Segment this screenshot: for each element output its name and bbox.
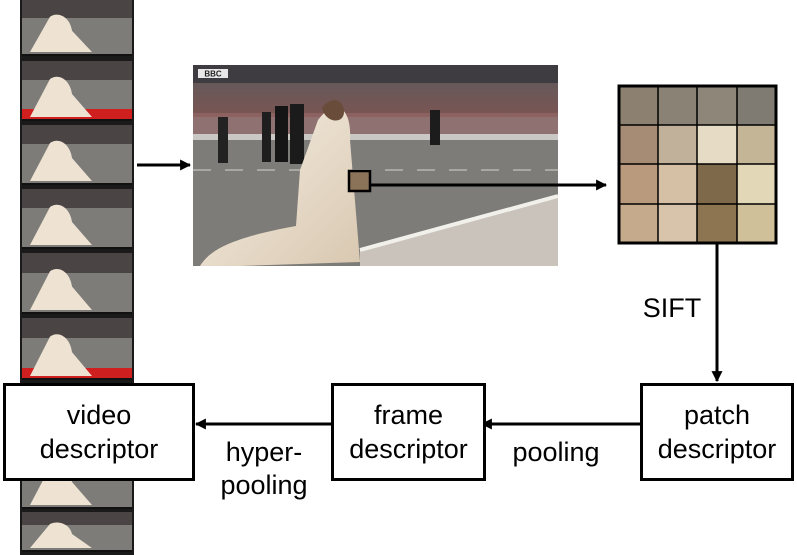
strip-frame-9	[22, 512, 132, 552]
patch-descriptor-box: patch descriptor	[640, 383, 794, 481]
video-descriptor-label: video descriptor	[39, 400, 159, 464]
strip-frame-4	[22, 189, 132, 249]
hyper-pooling-label: hyper- pooling	[220, 437, 308, 500]
strip-frame-5	[22, 253, 132, 314]
selected-frame-image: BBC	[193, 65, 559, 267]
strip-frame-6	[22, 318, 132, 380]
pooling-label: pooling	[512, 437, 600, 467]
patch-marker	[347, 169, 372, 193]
strip-frame-2	[22, 61, 132, 121]
strip-frame-3	[22, 125, 132, 185]
patch-descriptor-label: patch descriptor	[657, 400, 777, 464]
sift-label: SIFT	[642, 293, 702, 323]
strip-frame-1	[22, 0, 132, 56]
bbc-logo-text: BBC	[204, 70, 222, 79]
video-descriptor-box: video descriptor	[3, 383, 195, 481]
frame-descriptor-box: frame descriptor	[331, 383, 486, 481]
frame-descriptor-label: frame descriptor	[349, 400, 468, 464]
zoomed-patch-grid	[617, 84, 778, 245]
